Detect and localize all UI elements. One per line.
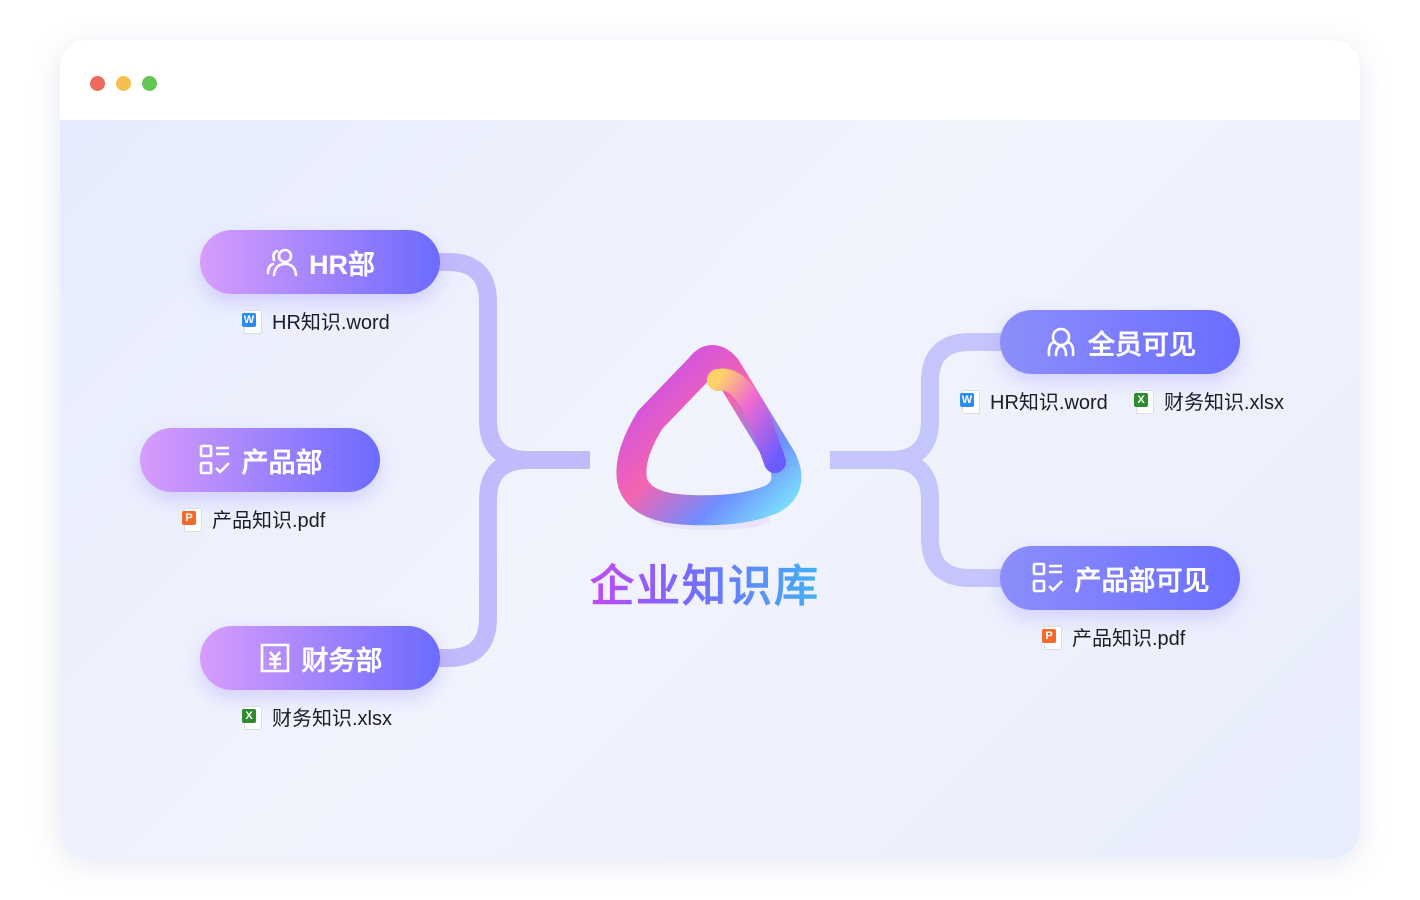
checklist-icon (1032, 562, 1063, 593)
dept-product-label: 产品部 (241, 447, 323, 478)
users-icon (266, 248, 298, 277)
file-finance-xlsx-shared[interactable]: X 财务知识.xlsx (1134, 386, 1284, 415)
pdf-file-icon: P (1042, 625, 1062, 650)
word-file-icon: W (960, 389, 980, 414)
word-file-icon: W (242, 309, 262, 334)
link-hr (430, 253, 590, 469)
minimize-button[interactable] (116, 76, 131, 91)
checklist-icon (199, 444, 230, 475)
visibility-product-label: 产品部可见 (1074, 565, 1210, 596)
dept-hr-node[interactable]: HR部 (200, 230, 440, 294)
file-finance-xlsx[interactable]: X 财务知识.xlsx (242, 702, 392, 731)
file-name: 财务知识.xlsx (272, 708, 392, 730)
visibility-product-node[interactable]: 产品部可见 (1000, 546, 1240, 610)
pdf-file-icon: P (182, 507, 202, 532)
maximize-button[interactable] (142, 76, 157, 91)
dept-hr-label: HR部 (309, 249, 375, 280)
dept-product-node[interactable]: 产品部 (140, 428, 380, 492)
file-name: 财务知识.xlsx (1164, 392, 1284, 414)
file-name: HR知识.word (272, 312, 390, 334)
logo-icon (616, 345, 802, 530)
file-hr-word-shared[interactable]: W HR知识.word (960, 386, 1108, 415)
group-icon (1047, 327, 1075, 357)
visibility-all-node[interactable]: 全员可见 (1000, 310, 1240, 374)
file-name: HR知识.word (990, 392, 1108, 414)
link-product-visible (889, 451, 1010, 587)
dept-finance-node[interactable]: 财务部 (200, 626, 440, 690)
excel-file-icon: X (1134, 389, 1154, 414)
dept-finance-label: 财务部 (301, 645, 383, 676)
file-hr-word[interactable]: W HR知识.word (242, 306, 390, 335)
file-name: 产品知识.pdf (1072, 628, 1186, 650)
finance-icon (260, 643, 289, 673)
close-button[interactable] (90, 76, 105, 91)
file-product-pdf-shared[interactable]: P 产品知识.pdf (1042, 622, 1185, 651)
file-name: 产品知识.pdf (212, 510, 326, 532)
title-bar (60, 40, 1360, 120)
knowledge-base-title: 企业知识库 (590, 550, 820, 614)
link-finance (430, 451, 529, 667)
visibility-all-label: 全员可见 (1088, 329, 1196, 360)
file-product-pdf[interactable]: P 产品知识.pdf (182, 504, 325, 533)
excel-file-icon: X (242, 705, 262, 730)
